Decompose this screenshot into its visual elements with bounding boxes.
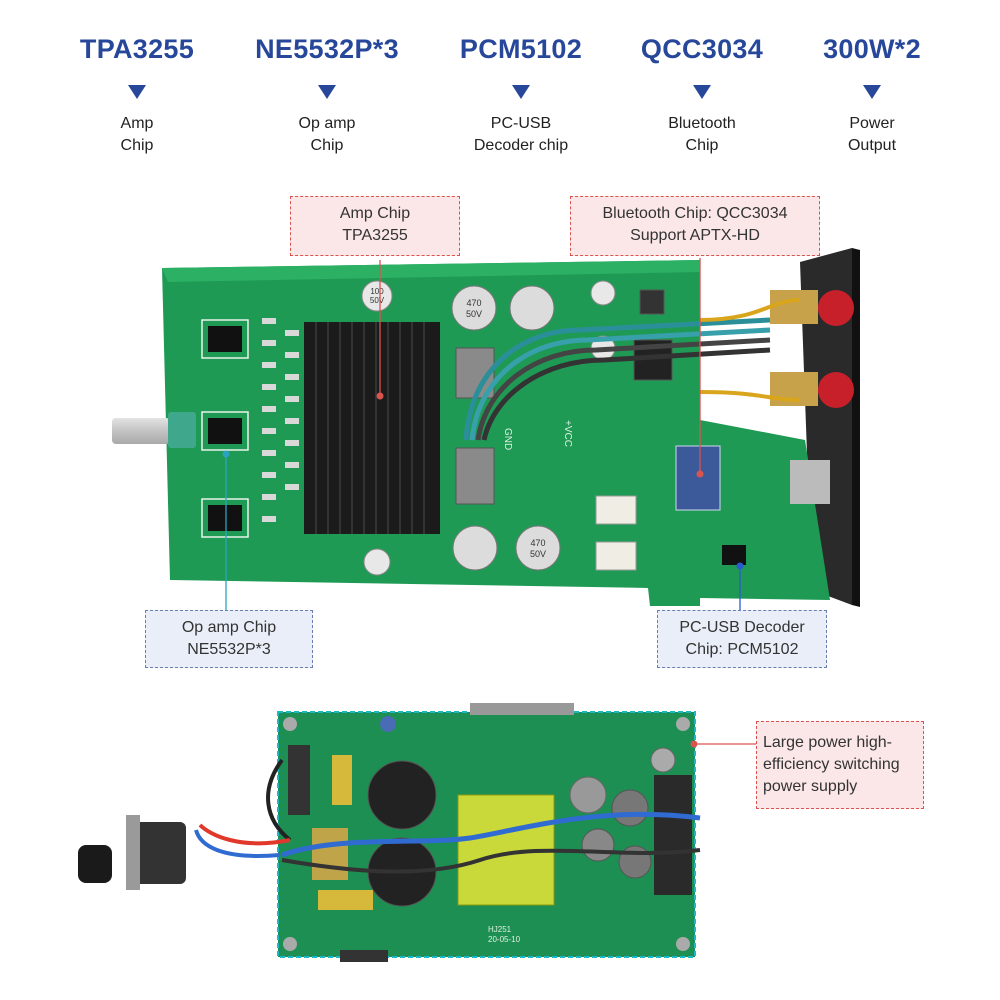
spec-desc-line: Op amp [298,115,356,132]
callout-amp-chip: Amp Chip TPA3255 [290,196,460,256]
spec-chip-name: QCC3034 [640,34,764,64]
spec-opamp-chip: NE5532P*3 Op amp Chip [232,34,422,157]
callout-line: power supply [763,778,858,795]
cap-print: 470 [530,538,545,548]
spec-desc-line: Chip [120,137,154,154]
gnd-print: GND [502,428,513,450]
callout-line: NE5532P*3 [187,641,271,658]
spec-desc-line: Bluetooth [668,115,736,132]
callout-line: Large power high- [763,734,892,751]
decoder-chip [722,545,746,565]
potentiometer [168,412,196,448]
usb-port [790,460,830,504]
spec-chip-name: NE5532P*3 [255,34,399,64]
callout-line: Op amp Chip [181,619,277,636]
spec-desc: Power Output [777,113,967,157]
spec-bluetooth-chip: QCC3034 Bluetooth Chip [607,34,797,157]
spec-amp-chip: TPA3255 Amp Chip [42,34,232,157]
amplifier-board: 100 50V 470 50V 470 50V GND +VCC [112,248,860,607]
heatsink [304,322,440,534]
cap-print: 470 [466,298,481,308]
spec-desc-line: Decoder chip [473,137,569,154]
spec-desc-line: Output [847,137,897,154]
callout-opamp-chip: Op amp Chip NE5532P*3 [145,610,313,668]
callout-power-supply: Large power high- efficiency switching p… [756,721,924,809]
callout-line: Chip: PCM5102 [685,641,799,658]
spec-decoder-chip: PCM5102 PC-USB Decoder chip [426,34,616,157]
callout-line: PC-USB Decoder [679,619,805,636]
spec-chip-name: PCM5102 [459,34,583,64]
spec-desc: Bluetooth Chip [607,113,797,157]
down-arrow-icon [512,85,530,99]
spec-desc-line: Chip [685,137,719,154]
callout-line: TPA3255 [342,227,408,244]
power-supply-board: HJ251 20-05-10 [78,703,701,962]
power-switch [130,822,186,884]
spec-desc-line: Power [849,115,895,132]
psu-date-print: 20-05-10 [488,935,521,944]
down-arrow-icon [128,85,146,99]
down-arrow-icon [693,85,711,99]
psu-code-print: HJ251 [488,925,512,934]
cap-print: 50V [370,296,385,305]
spec-desc: Op amp Chip [232,113,422,157]
spec-desc-line: PC-USB [490,115,552,132]
spec-desc-line: Chip [310,137,344,154]
callout-line: Support APTX-HD [630,227,760,244]
output-terminals [654,775,692,895]
callout-decoder-chip: PC-USB Decoder Chip: PCM5102 [657,610,827,668]
spec-desc: PC-USB Decoder chip [426,113,616,157]
bluetooth-module [675,445,721,511]
down-arrow-icon [863,85,881,99]
spec-power-output: 300W*2 Power Output [777,34,967,157]
vcc-print: +VCC [562,420,573,447]
down-arrow-icon [318,85,336,99]
cap-print: 50V [530,549,546,559]
capacitors: 100 50V 470 50V 470 50V [361,280,616,576]
spec-chip-name: TPA3255 [79,34,195,64]
cap-print: 50V [466,309,482,319]
callout-line: efficiency switching [763,756,900,773]
spec-desc-line: Amp [120,115,154,132]
callout-bluetooth-chip: Bluetooth Chip: QCC3034 Support APTX-HD [570,196,820,256]
callout-line: Amp Chip [339,205,411,222]
callout-line: Bluetooth Chip: QCC3034 [602,205,788,222]
opamp-chips [201,319,249,538]
spec-chip-name: 300W*2 [823,34,921,64]
speaker-terminal [770,290,818,324]
cap-print: 100 [370,287,384,296]
spec-desc: Amp Chip [42,113,232,157]
